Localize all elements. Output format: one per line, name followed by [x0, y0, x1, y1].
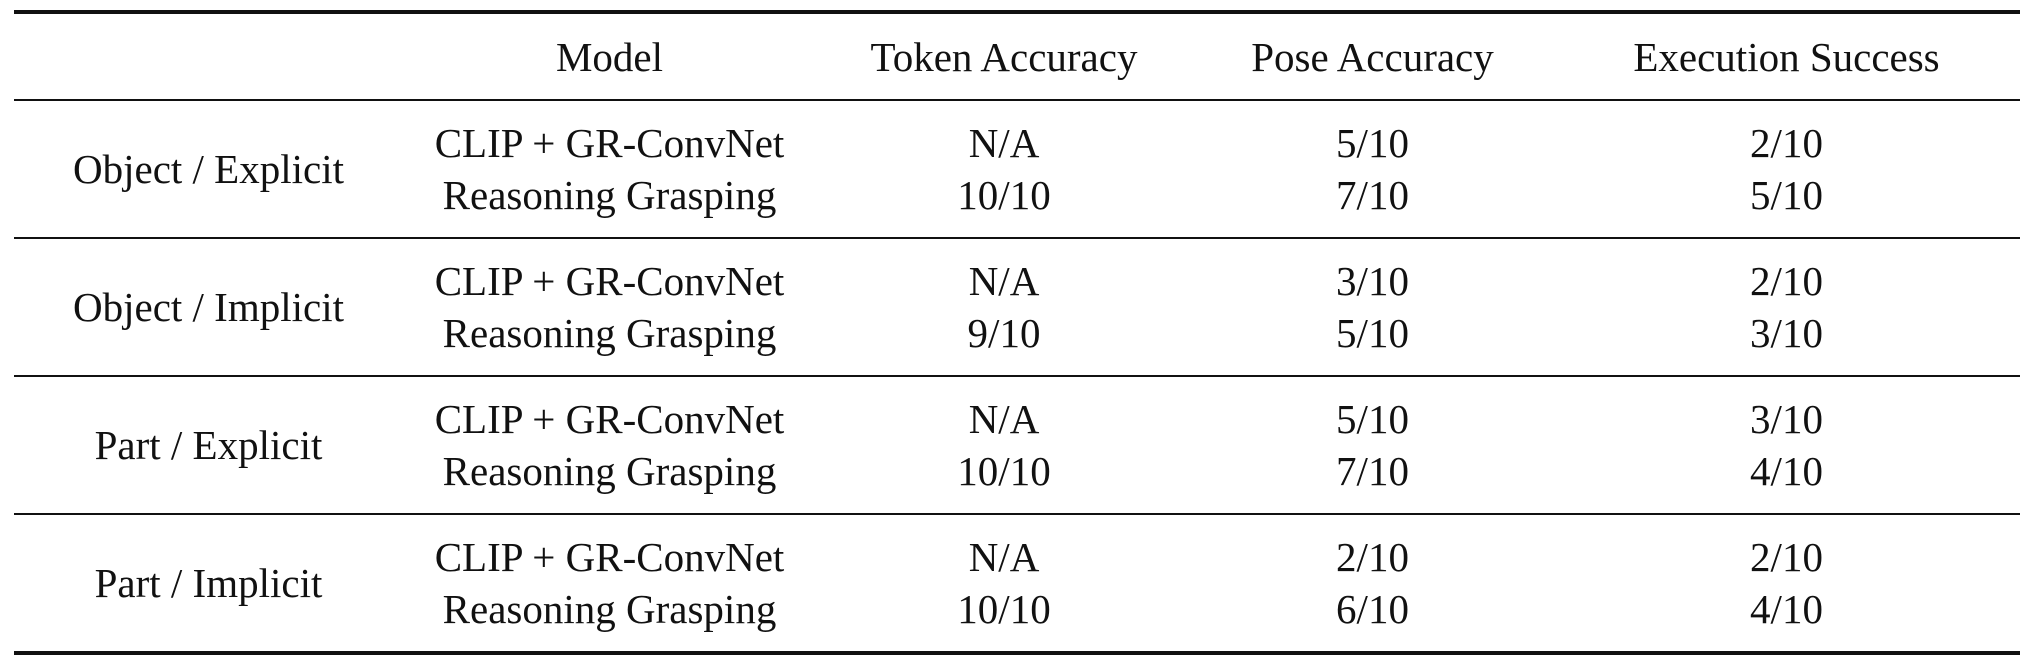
model-name: Reasoning Grasping [442, 586, 777, 632]
pose-accuracy-value: 5/10 [1336, 120, 1409, 166]
token-accuracy-cell: N/A 10/10 [816, 513, 1192, 655]
table-group-row: Object / Explicit CLIP + GR-ConvNet Reas… [14, 100, 2020, 238]
group-label: Object / Explicit [73, 146, 344, 192]
token-accuracy-value: N/A [968, 258, 1040, 304]
execution-success-value: 4/10 [1750, 448, 1823, 494]
group-label: Object / Implicit [14, 237, 403, 376]
model-name: CLIP + GR-ConvNet [434, 396, 785, 442]
model-name: CLIP + GR-ConvNet [434, 120, 785, 166]
pose-accuracy-value: 2/10 [1336, 534, 1409, 580]
execution-success-value: 3/10 [1750, 310, 1823, 356]
table-group-row: Part / Implicit CLIP + GR-ConvNet Reason… [14, 513, 2020, 655]
token-accuracy-value: 10/10 [957, 172, 1051, 218]
pose-accuracy-cell: 5/10 7/10 [1192, 375, 1553, 514]
model-cell: CLIP + GR-ConvNet Reasoning Grasping [403, 513, 816, 655]
execution-success-value: 2/10 [1750, 534, 1823, 580]
group-label: Part / Explicit [14, 375, 403, 514]
model-name: Reasoning Grasping [442, 310, 777, 356]
table-header-row: Model Token Accuracy Pose Accuracy Execu… [14, 10, 2020, 101]
token-accuracy-cell: N/A 10/10 [816, 100, 1192, 238]
execution-success-cell: 2/10 3/10 [1553, 237, 2020, 376]
pose-accuracy-cell: 2/10 6/10 [1192, 513, 1553, 655]
header-model: Model [403, 10, 816, 101]
pose-accuracy-value: 6/10 [1336, 586, 1409, 632]
execution-success-cell: 3/10 4/10 [1553, 375, 2020, 514]
pose-accuracy-value: 3/10 [1336, 258, 1409, 304]
token-accuracy-value: N/A [968, 534, 1040, 580]
token-accuracy-cell: N/A 9/10 [816, 237, 1192, 376]
model-name: CLIP + GR-ConvNet [434, 258, 785, 304]
header-token-accuracy: Token Accuracy [816, 10, 1192, 101]
pose-accuracy-value: 7/10 [1336, 448, 1409, 494]
results-table: Model Token Accuracy Pose Accuracy Execu… [14, 10, 2020, 655]
execution-success-value: 4/10 [1750, 586, 1823, 632]
token-accuracy-value: N/A [968, 396, 1040, 442]
group-label: Part / Implicit [14, 513, 403, 655]
execution-success-value: 5/10 [1750, 172, 1823, 218]
pose-accuracy-value: 5/10 [1336, 310, 1409, 356]
model-name: CLIP + GR-ConvNet [434, 534, 785, 580]
model-name: Reasoning Grasping [442, 448, 777, 494]
execution-success-cell: 2/10 5/10 [1553, 100, 2020, 238]
pose-accuracy-cell: 3/10 5/10 [1192, 237, 1553, 376]
table-group-row: Object / Implicit CLIP + GR-ConvNet Reas… [14, 237, 2020, 376]
pose-accuracy-value: 7/10 [1336, 172, 1409, 218]
token-accuracy-value: 10/10 [957, 586, 1051, 632]
model-cell: CLIP + GR-ConvNet Reasoning Grasping [403, 237, 816, 376]
header-pose-accuracy: Pose Accuracy [1192, 10, 1553, 101]
token-accuracy-value: N/A [968, 120, 1040, 166]
execution-success-value: 2/10 [1750, 258, 1823, 304]
execution-success-value: 2/10 [1750, 120, 1823, 166]
token-accuracy-value: 10/10 [957, 448, 1051, 494]
execution-success-cell: 2/10 4/10 [1553, 513, 2020, 655]
model-cell: CLIP + GR-ConvNet Reasoning Grasping [403, 375, 816, 514]
results-table-container: Model Token Accuracy Pose Accuracy Execu… [14, 10, 2020, 655]
model-name: Reasoning Grasping [442, 172, 777, 218]
header-setting [14, 10, 403, 101]
table-group-row: Part / Explicit CLIP + GR-ConvNet Reason… [14, 375, 2020, 514]
token-accuracy-value: 9/10 [967, 310, 1041, 356]
pose-accuracy-cell: 5/10 7/10 [1192, 100, 1553, 238]
header-execution-success: Execution Success [1553, 10, 2020, 101]
execution-success-value: 3/10 [1750, 396, 1823, 442]
pose-accuracy-value: 5/10 [1336, 396, 1409, 442]
model-cell: CLIP + GR-ConvNet Reasoning Grasping [403, 100, 816, 238]
token-accuracy-cell: N/A 10/10 [816, 375, 1192, 514]
